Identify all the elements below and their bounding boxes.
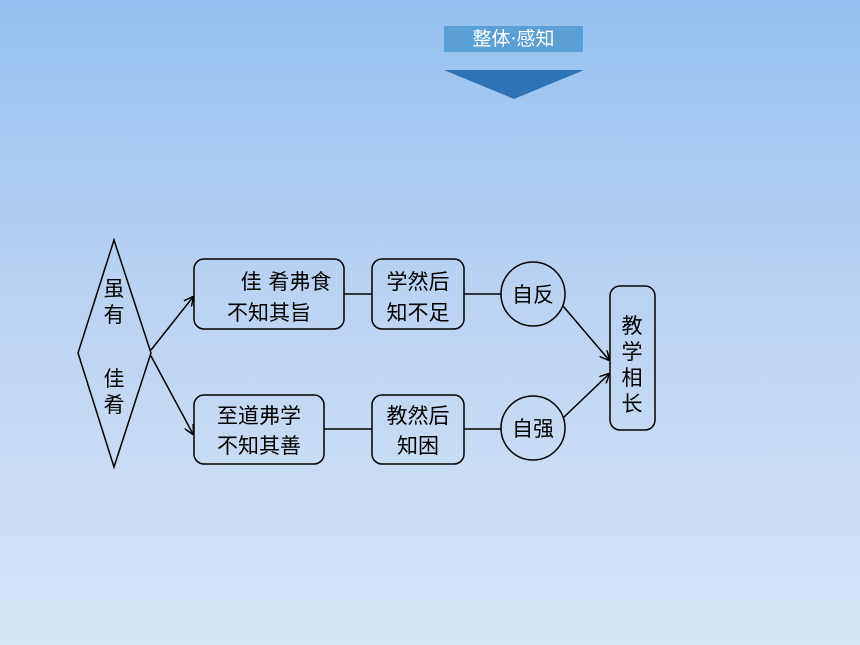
diamond-shape: [77, 237, 152, 470]
arrow-to-top-box: [150, 297, 193, 351]
diamond-char-4: 肴: [104, 393, 125, 417]
top-circle: [500, 261, 566, 327]
section-title-tab: 整体·感知: [444, 26, 583, 52]
top-circle-label: 自反: [512, 283, 554, 307]
result-char-1: 教: [622, 314, 643, 338]
arrow-to-bottom-box: [150, 355, 193, 434]
diamond-char-2: 有: [104, 303, 125, 327]
bottom-circle: [500, 395, 566, 461]
arrow-top-to-result: [562, 305, 609, 360]
bottom-circle-label: 自强: [512, 417, 554, 441]
diamond-char-3: 佳: [104, 367, 125, 391]
top-box-2-line-2: 知不足: [387, 301, 450, 325]
result-char-3: 相: [622, 366, 643, 390]
diamond-char-1: 虽: [104, 277, 125, 301]
bottom-box-2-line-1: 教然后: [387, 404, 450, 428]
bottom-box-2-line-2: 知困: [397, 434, 439, 458]
result-char-2: 学: [622, 340, 643, 364]
bottom-box-1-line-1: 至道弗学: [217, 404, 301, 428]
result-char-4: 长: [622, 392, 643, 416]
top-box-1-line-1: 佳 肴弗食: [241, 270, 332, 294]
arrow-bottom-to-result: [562, 374, 609, 419]
bottom-box-1-line-2: 不知其善: [217, 434, 301, 458]
top-box-2-line-1: 学然后: [387, 270, 450, 294]
down-arrow-icon: [444, 70, 584, 99]
result-box: [609, 285, 656, 431]
top-box-1-line-2: 不知其旨: [227, 301, 311, 325]
